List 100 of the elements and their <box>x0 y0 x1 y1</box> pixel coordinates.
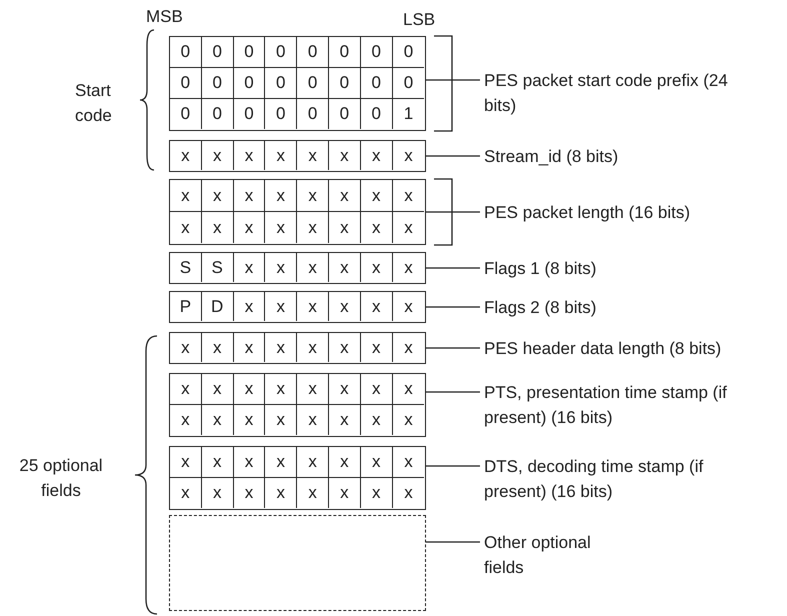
field-description: Flags 2 (8 bits) <box>484 295 764 320</box>
bit-value: x <box>329 292 361 322</box>
bit-value: x <box>170 212 202 244</box>
bit-value: x <box>360 180 393 212</box>
bit-value: x <box>265 141 298 170</box>
brace-label: 25 optional fields <box>18 455 104 502</box>
bit-value: x <box>403 216 414 239</box>
bit-value: x <box>403 482 414 504</box>
field-description: PTS, presentation time stamp (if present) (16 bits) <box>484 380 754 430</box>
bit-value: x <box>360 374 393 405</box>
leader-line <box>426 465 480 467</box>
bit-value: x <box>234 141 266 170</box>
bit-value: 0 <box>297 68 329 99</box>
bit-value: 0 <box>329 98 361 130</box>
bit-value: x <box>202 447 234 478</box>
bit-value: x <box>297 253 329 282</box>
bit-value: 0 <box>360 37 393 68</box>
bit-value: 0 <box>202 98 234 130</box>
bit-value: x <box>202 141 234 170</box>
bit-field-box <box>169 373 426 437</box>
bit-value: 0 <box>360 98 393 130</box>
bit-field-box <box>169 446 426 510</box>
bit-value: x <box>170 141 202 170</box>
bit-value: 0 <box>265 98 298 130</box>
bit-value: x <box>297 141 329 170</box>
field-description: Other optional fields <box>484 530 619 580</box>
bit-value: x <box>360 333 393 362</box>
bit-field-box <box>169 140 426 172</box>
bit-value: 0 <box>202 68 234 99</box>
bit-value: P <box>170 292 202 322</box>
leader-line <box>426 541 480 543</box>
bit-value: 0 <box>329 68 361 99</box>
bit-value: 0 <box>329 37 361 68</box>
bit-value: 0 <box>170 37 202 68</box>
bit-value: 0 <box>170 98 202 130</box>
leader-line <box>426 79 480 81</box>
bit-value: x <box>265 333 298 362</box>
bit-value: x <box>202 404 234 436</box>
leader-line <box>426 347 480 349</box>
bit-value: x <box>360 447 393 478</box>
field-description: PES packet start code prefix (24 bits) <box>484 68 744 118</box>
bit-value: 0 <box>202 37 234 68</box>
bit-value: x <box>329 374 361 405</box>
bit-value: x <box>360 212 393 244</box>
bit-value: x <box>403 337 414 359</box>
bit-value: x <box>234 447 266 478</box>
field-description: Flags 1 (8 bits) <box>484 256 764 281</box>
bit-value: x <box>329 180 361 212</box>
bit-value: 0 <box>360 68 393 99</box>
bit-value: x <box>234 212 266 244</box>
bit-value: x <box>360 478 393 508</box>
bit-field-box <box>169 179 426 245</box>
bit-value: x <box>265 478 298 508</box>
bit-value: x <box>360 253 393 282</box>
field-description: DTS, decoding time stamp (if present) (16 bits) <box>484 454 724 504</box>
bit-value: x <box>329 447 361 478</box>
leader-line <box>426 306 480 308</box>
field-description: PES packet length (16 bits) <box>484 200 764 225</box>
bit-field-box <box>169 332 426 364</box>
bit-value: x <box>297 292 329 322</box>
bit-value: x <box>265 180 298 212</box>
bit-value: x <box>297 478 329 508</box>
bit-value: x <box>329 404 361 436</box>
bit-value: x <box>234 253 266 282</box>
bit-value: x <box>170 333 202 362</box>
bit-value: 0 <box>234 98 266 130</box>
bit-field-box <box>169 291 426 323</box>
bit-value: x <box>202 212 234 244</box>
leader-line <box>426 391 480 393</box>
bit-value: x <box>329 333 361 362</box>
bit-value: 0 <box>392 68 424 99</box>
bit-field-box <box>169 36 426 131</box>
bit-value: x <box>329 212 361 244</box>
bit-value: x <box>234 292 266 322</box>
bit-value: x <box>170 447 202 478</box>
bit-value: x <box>329 478 361 508</box>
bit-value: x <box>403 145 414 167</box>
bit-value: x <box>360 141 393 170</box>
bit-value: x <box>234 404 266 436</box>
bit-value: 0 <box>297 37 329 68</box>
field-description: PES header data length (8 bits) <box>484 336 784 361</box>
bit-value: x <box>297 333 329 362</box>
bit-value: 0 <box>265 37 298 68</box>
bit-value: x <box>202 333 234 362</box>
leader-line <box>426 267 480 269</box>
bit-value: x <box>265 212 298 244</box>
bit-value: x <box>234 374 266 405</box>
bit-value: x <box>392 447 424 478</box>
bit-field-box <box>169 252 426 284</box>
bit-value: x <box>403 408 414 431</box>
bit-value: S <box>202 253 234 282</box>
msb-label: MSB <box>146 6 183 28</box>
bit-value: x <box>202 180 234 212</box>
bit-value: x <box>234 333 266 362</box>
bit-value: 0 <box>265 68 298 99</box>
bit-value: x <box>265 404 298 436</box>
bit-value: x <box>297 404 329 436</box>
bit-value: 0 <box>392 37 424 68</box>
bit-value: 0 <box>170 68 202 99</box>
bit-value: x <box>403 257 414 279</box>
